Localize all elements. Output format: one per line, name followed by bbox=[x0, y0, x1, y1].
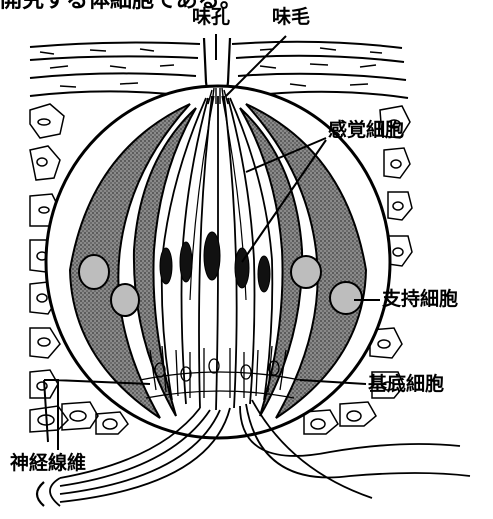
label-sensory-cell: 感覚細胞 bbox=[328, 121, 404, 140]
label-nerve-fiber: 神経線維 bbox=[10, 454, 86, 473]
label-supporting-cell: 支持細胞 bbox=[382, 290, 458, 309]
label-basal-cell: 基底細胞 bbox=[368, 375, 444, 394]
label-taste-hair: 味毛 bbox=[272, 8, 310, 27]
label-taste-pore: 味孔 bbox=[192, 8, 230, 27]
leader-taste-hair bbox=[226, 36, 286, 96]
